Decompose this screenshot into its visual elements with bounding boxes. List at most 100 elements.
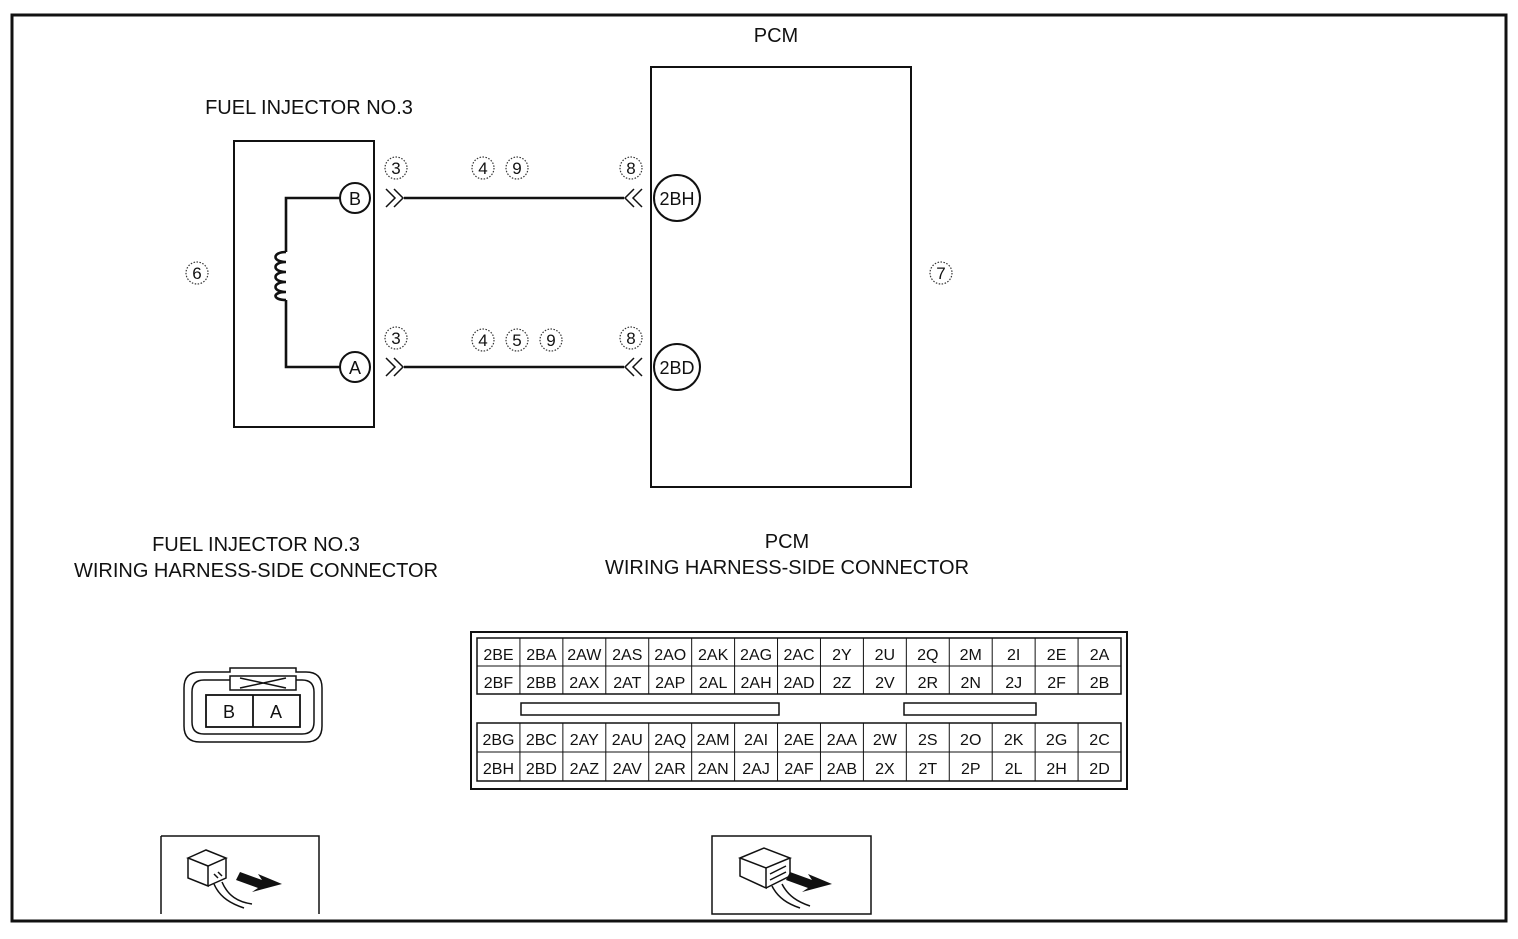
- connector-chevron-pcm-bottom: [623, 357, 643, 377]
- pcm-pin-cell-2am: 2AM: [697, 732, 730, 749]
- pcm-connector-caption-1: PCM: [765, 531, 809, 553]
- svg-text:3: 3: [391, 159, 400, 178]
- pcm-pin-cell-2k: 2K: [1004, 732, 1024, 749]
- pcm-pin-2bd: 2BD: [653, 343, 701, 391]
- callout-5-bottom: 5: [505, 328, 529, 352]
- pcm-pin-cell-2ay: 2AY: [570, 732, 599, 749]
- diagram-frame: [10, 13, 1508, 923]
- pcm-pin-cell-2n: 2N: [961, 675, 981, 692]
- callout-8-bottom: 8: [619, 326, 643, 350]
- pcm-pin-cell-2bc: 2BC: [526, 732, 557, 749]
- pcm-pin-cell-2be: 2BE: [483, 647, 513, 664]
- pcm-pin-2bh: 2BH: [653, 174, 701, 222]
- pcm-pin-cell-2ao: 2AO: [654, 647, 686, 664]
- svg-text:7: 7: [936, 264, 945, 283]
- pcm-pin-cell-2aa: 2AA: [827, 732, 858, 749]
- svg-text:4: 4: [478, 331, 487, 350]
- connector-chevron-injector-bottom: [385, 357, 405, 377]
- injector-box: [233, 140, 375, 428]
- injector-connector-caption-2: WIRING HARNESS-SIDE CONNECTOR: [74, 560, 438, 582]
- view-icon-pcm: [711, 835, 872, 915]
- pcm-pin-cell-2t: 2T: [918, 761, 937, 778]
- svg-text:3: 3: [391, 329, 400, 348]
- pcm-pin-cell-2l: 2L: [1005, 761, 1023, 778]
- pcm-pin-cell-2ag: 2AG: [740, 647, 772, 664]
- pcm-pin-cell-2o: 2O: [960, 732, 981, 749]
- connector-chevron-pcm-top: [623, 188, 643, 208]
- callout-9-top: 9: [505, 156, 529, 180]
- pcm-pin-cell-2a: 2A: [1090, 647, 1110, 664]
- pcm-connector-key-left: [520, 702, 780, 716]
- pcm-pin-cell-2ak: 2AK: [698, 647, 729, 664]
- pcm-pin-cell-2as: 2AS: [612, 647, 642, 664]
- pcm-pin-cell-2bf: 2BF: [484, 675, 514, 692]
- pcm-connector-caption-2: WIRING HARNESS-SIDE CONNECTOR: [605, 557, 969, 579]
- pcm-pin-cell-2bg: 2BG: [482, 732, 514, 749]
- callout-4-bottom: 4: [471, 328, 495, 352]
- pcm-pin-cell-2w: 2W: [873, 732, 898, 749]
- pcm-pin-cell-2p: 2P: [961, 761, 981, 778]
- pcm-pin-cell-2e: 2E: [1047, 647, 1067, 664]
- svg-text:B: B: [349, 189, 361, 209]
- pcm-pin-cell-2d: 2D: [1089, 761, 1109, 778]
- pcm-pin-cell-2ba: 2BA: [526, 647, 557, 664]
- injector-title: FUEL INJECTOR NO.3: [205, 97, 413, 119]
- pcm-pin-cell-2aw: 2AW: [567, 647, 602, 664]
- pcm-pin-cell-2bb: 2BB: [526, 675, 556, 692]
- svg-text:6: 6: [192, 264, 201, 283]
- pcm-pin-cell-2av: 2AV: [613, 761, 642, 778]
- svg-text:5: 5: [512, 331, 521, 350]
- injector-coil: [274, 196, 341, 369]
- pcm-pin-cell-2z: 2Z: [833, 675, 852, 692]
- svg-text:A: A: [349, 358, 361, 378]
- pcm-pin-cell-2j: 2J: [1005, 675, 1022, 692]
- callout-6: 6: [185, 261, 209, 285]
- pcm-pin-cell-2bd: 2BD: [526, 761, 557, 778]
- pcm-pin-cell-2az: 2AZ: [570, 761, 600, 778]
- pcm-pin-cell-2m: 2M: [960, 647, 982, 664]
- pcm-pin-cell-2ax: 2AX: [569, 675, 600, 692]
- pcm-pin-cell-2au: 2AU: [612, 732, 643, 749]
- pcm-pin-cell-2aj: 2AJ: [742, 761, 770, 778]
- pcm-pin-cell-2u: 2U: [875, 647, 895, 664]
- pcm-pin-cell-2y: 2Y: [832, 647, 852, 664]
- pcm-pin-cell-2v: 2V: [875, 675, 895, 692]
- pcm-pin-cell-2s: 2S: [918, 732, 938, 749]
- pcm-pin-cell-2al: 2AL: [699, 675, 728, 692]
- injector-connector-face: B A: [183, 667, 323, 743]
- svg-text:8: 8: [626, 329, 635, 348]
- svg-text:2BD: 2BD: [659, 358, 694, 378]
- pcm-pin-cell-2an: 2AN: [698, 761, 729, 778]
- svg-text:9: 9: [546, 331, 555, 350]
- pcm-pin-cell-2ad: 2AD: [783, 675, 814, 692]
- svg-text:4: 4: [478, 159, 487, 178]
- pcm-pin-cell-2c: 2C: [1089, 732, 1109, 749]
- pcm-pin-cell-2ae: 2AE: [784, 732, 814, 749]
- pcm-pin-cell-2x: 2X: [875, 761, 895, 778]
- svg-text:A: A: [270, 702, 282, 722]
- svg-text:8: 8: [626, 159, 635, 178]
- pcm-pin-cell-2r: 2R: [918, 675, 938, 692]
- pcm-pin-cell-2ap: 2AP: [655, 675, 685, 692]
- callout-4-top: 4: [471, 156, 495, 180]
- pcm-pin-cell-2b: 2B: [1090, 675, 1110, 692]
- injector-connector-caption-1: FUEL INJECTOR NO.3: [152, 534, 360, 556]
- svg-text:9: 9: [512, 159, 521, 178]
- pcm-pin-cell-2i: 2I: [1007, 647, 1020, 664]
- svg-text:B: B: [223, 702, 235, 722]
- pcm-pin-cell-2ah: 2AH: [741, 675, 772, 692]
- pcm-pin-cell-2g: 2G: [1046, 732, 1067, 749]
- pcm-pin-cell-2ar: 2AR: [655, 761, 686, 778]
- pcm-pin-cell-2ab: 2AB: [827, 761, 857, 778]
- pcm-pin-cell-2af: 2AF: [784, 761, 814, 778]
- callout-7: 7: [929, 261, 953, 285]
- callout-8-top: 8: [619, 156, 643, 180]
- pcm-pin-cell-2bh: 2BH: [483, 761, 514, 778]
- pcm-pin-cell-2ai: 2AI: [744, 732, 768, 749]
- svg-text:2BH: 2BH: [659, 189, 694, 209]
- pcm-pin-cell-2at: 2AT: [613, 675, 641, 692]
- pcm-pin-cell-2q: 2Q: [917, 647, 938, 664]
- view-icon-injector: [160, 835, 320, 914]
